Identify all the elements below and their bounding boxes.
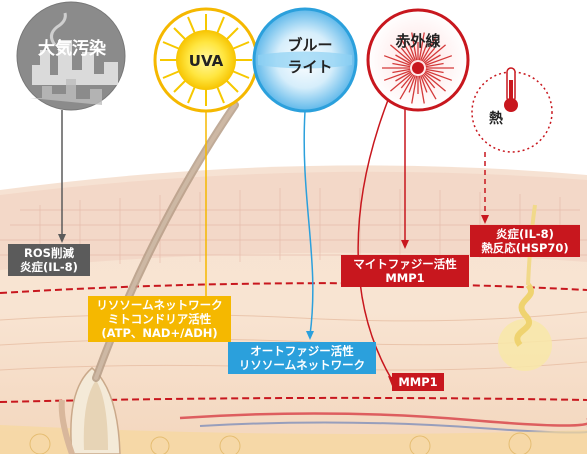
infrared-label: 赤外線 xyxy=(395,32,441,50)
uva-effect-line1: リソソームネットワーク xyxy=(96,298,223,312)
infrared-ray xyxy=(400,47,414,63)
infrared-ray xyxy=(420,43,428,61)
infrared-ray xyxy=(399,36,415,62)
blue-light-label-line1: ブルー xyxy=(287,36,333,54)
infrared-ray xyxy=(390,44,413,64)
infrared-ray xyxy=(424,71,441,82)
infrared-ray xyxy=(411,75,418,104)
blue-light-label: ブルー ライト xyxy=(275,34,345,78)
infrared-upper-effect-line2: MMP1 xyxy=(385,271,425,285)
infrared-icon xyxy=(366,8,470,112)
blue-light-label-line2: ライト xyxy=(287,58,333,76)
infrared-lower-effect-line1: MMP1 xyxy=(398,375,438,389)
infrared-ray xyxy=(425,70,453,81)
infrared-ray xyxy=(418,75,425,104)
infrared-ray xyxy=(390,72,413,92)
infrared-upper-effect-line1: マイトファジー活性 xyxy=(353,257,457,271)
infrared-ray xyxy=(420,75,428,93)
blue-light-effect-line2: リソソームネットワーク xyxy=(238,358,366,372)
infrared-ray xyxy=(411,32,418,61)
infrared-ray xyxy=(400,73,414,89)
uva-label: UVA xyxy=(188,52,224,70)
infrared-ray xyxy=(422,73,436,89)
infrared-ray xyxy=(392,62,411,68)
infrared-ray xyxy=(408,75,416,93)
uva-effect-box: リソソームネットワーク ミトコンドリア活性 (ATP、NAD+/ADH) xyxy=(88,296,231,342)
uva-effect-line2: ミトコンドリア活性 xyxy=(107,312,212,326)
pollution-effect-line2: 炎症(IL-8) xyxy=(20,260,78,274)
infrared-ray xyxy=(425,68,444,74)
infrared-ray xyxy=(383,55,411,66)
infrared-ray xyxy=(408,43,416,61)
infrared-ray xyxy=(425,62,444,68)
heat-label: 熱 xyxy=(489,111,503,127)
infrared-lower-effect-box: MMP1 xyxy=(392,373,444,391)
uva-effect-line3: (ATP、NAD+/ADH) xyxy=(101,326,218,340)
infrared-ray xyxy=(423,72,446,92)
pollution-effect-line1: ROS削減 xyxy=(24,246,74,260)
infrared-upper-effect-box: マイトファジー活性 MMP1 xyxy=(341,255,469,287)
infrared-ray xyxy=(399,74,415,100)
heat-effect-box: 炎症(IL-8) 熱反応(HSP70) xyxy=(470,225,580,257)
infrared-ray xyxy=(425,55,453,66)
infrared-ray xyxy=(421,74,437,100)
infrared-ray xyxy=(421,36,437,62)
infrared-ray xyxy=(422,47,436,63)
infrared-ray xyxy=(395,54,412,65)
pollution-effect-box: ROS削減 炎症(IL-8) xyxy=(8,244,90,276)
heat-effect-line2: 熱反応(HSP70) xyxy=(481,241,569,255)
heat-effect-line1: 炎症(IL-8) xyxy=(496,227,554,241)
infrared-ray xyxy=(392,68,411,74)
blue-light-effect-line1: オートファジー活性 xyxy=(250,344,354,358)
infrared-ray xyxy=(395,71,412,82)
infrared-ray xyxy=(423,44,446,64)
infrared-ray xyxy=(424,54,441,65)
infrared-ray xyxy=(383,70,411,81)
blue-light-effect-box: オートファジー活性 リソソームネットワーク xyxy=(228,342,376,374)
heat-thermometer-icon xyxy=(471,67,553,153)
infrared-ray xyxy=(418,32,425,61)
pollution-label: 大気汚染 xyxy=(38,39,106,59)
pollution-icon xyxy=(16,1,126,111)
